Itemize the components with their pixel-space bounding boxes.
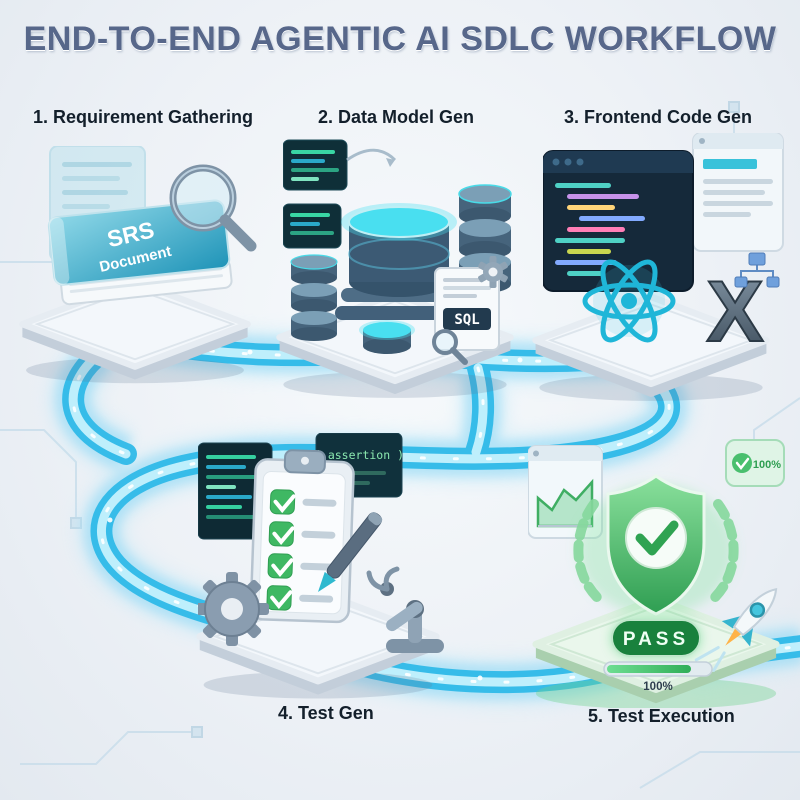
stage-label-requirement-gathering: 1. Requirement Gathering [33, 107, 254, 127]
flowchart-mini-icon [734, 252, 780, 288]
flow-arrow-icon [346, 148, 397, 167]
code-editor-icon [543, 150, 694, 292]
react-logo-icon [582, 259, 676, 343]
stage5-art: 100% PASS 100% [528, 439, 785, 693]
code-lines [555, 183, 645, 276]
database-small-icon [359, 320, 415, 354]
rocket-icon [694, 588, 778, 672]
score-badge-icon: 100% [725, 439, 785, 487]
sql-document-icon: SQL [432, 256, 508, 365]
stage-label-test-gen: 4. Test Gen [278, 703, 374, 723]
framework-logo-icon: X [706, 264, 763, 360]
database-main-icon [335, 203, 463, 320]
progress-label: 100% [643, 681, 672, 693]
pen-icon [317, 512, 383, 592]
magnifier-small-icon [432, 329, 468, 365]
stage-label-frontend-code-gen: 3. Frontend Code Gen [564, 107, 753, 127]
database-stack-left-icon [290, 254, 338, 341]
magnifier-icon [169, 164, 257, 252]
stage-label-data-model-gen: 2. Data Model Gen [318, 107, 475, 127]
platform-3 [532, 293, 770, 401]
code-snippet-panel-icon [283, 139, 348, 249]
pass-label: PASS [623, 629, 689, 650]
stage4-art: ( assertion ) [198, 433, 444, 653]
gear-icon [198, 572, 269, 646]
gear-small-icon [478, 256, 508, 288]
laurel-icon [573, 499, 739, 607]
robot-arm-icon [366, 566, 444, 653]
sql-label: SQL [454, 312, 479, 328]
score-badge-label: 100% [753, 459, 781, 471]
stage2-art: SQL [283, 139, 512, 365]
page-title: END-TO-END AGENTIC AI SDLC WORKFLOW [23, 20, 777, 58]
shield-check-icon [606, 474, 706, 616]
progress-bar: 100% [603, 661, 713, 693]
stage1-art: SRS Document [47, 146, 257, 306]
stage3-art: X [543, 133, 784, 361]
assertion-snippet: ( assertion ) [314, 448, 404, 462]
clipboard-checklist-icon [249, 449, 355, 624]
pass-badge: PASS [611, 619, 701, 657]
browser-window-icon [692, 133, 784, 252]
check-items [266, 489, 337, 611]
stage-label-test-execution: 5. Test Execution [588, 706, 735, 726]
